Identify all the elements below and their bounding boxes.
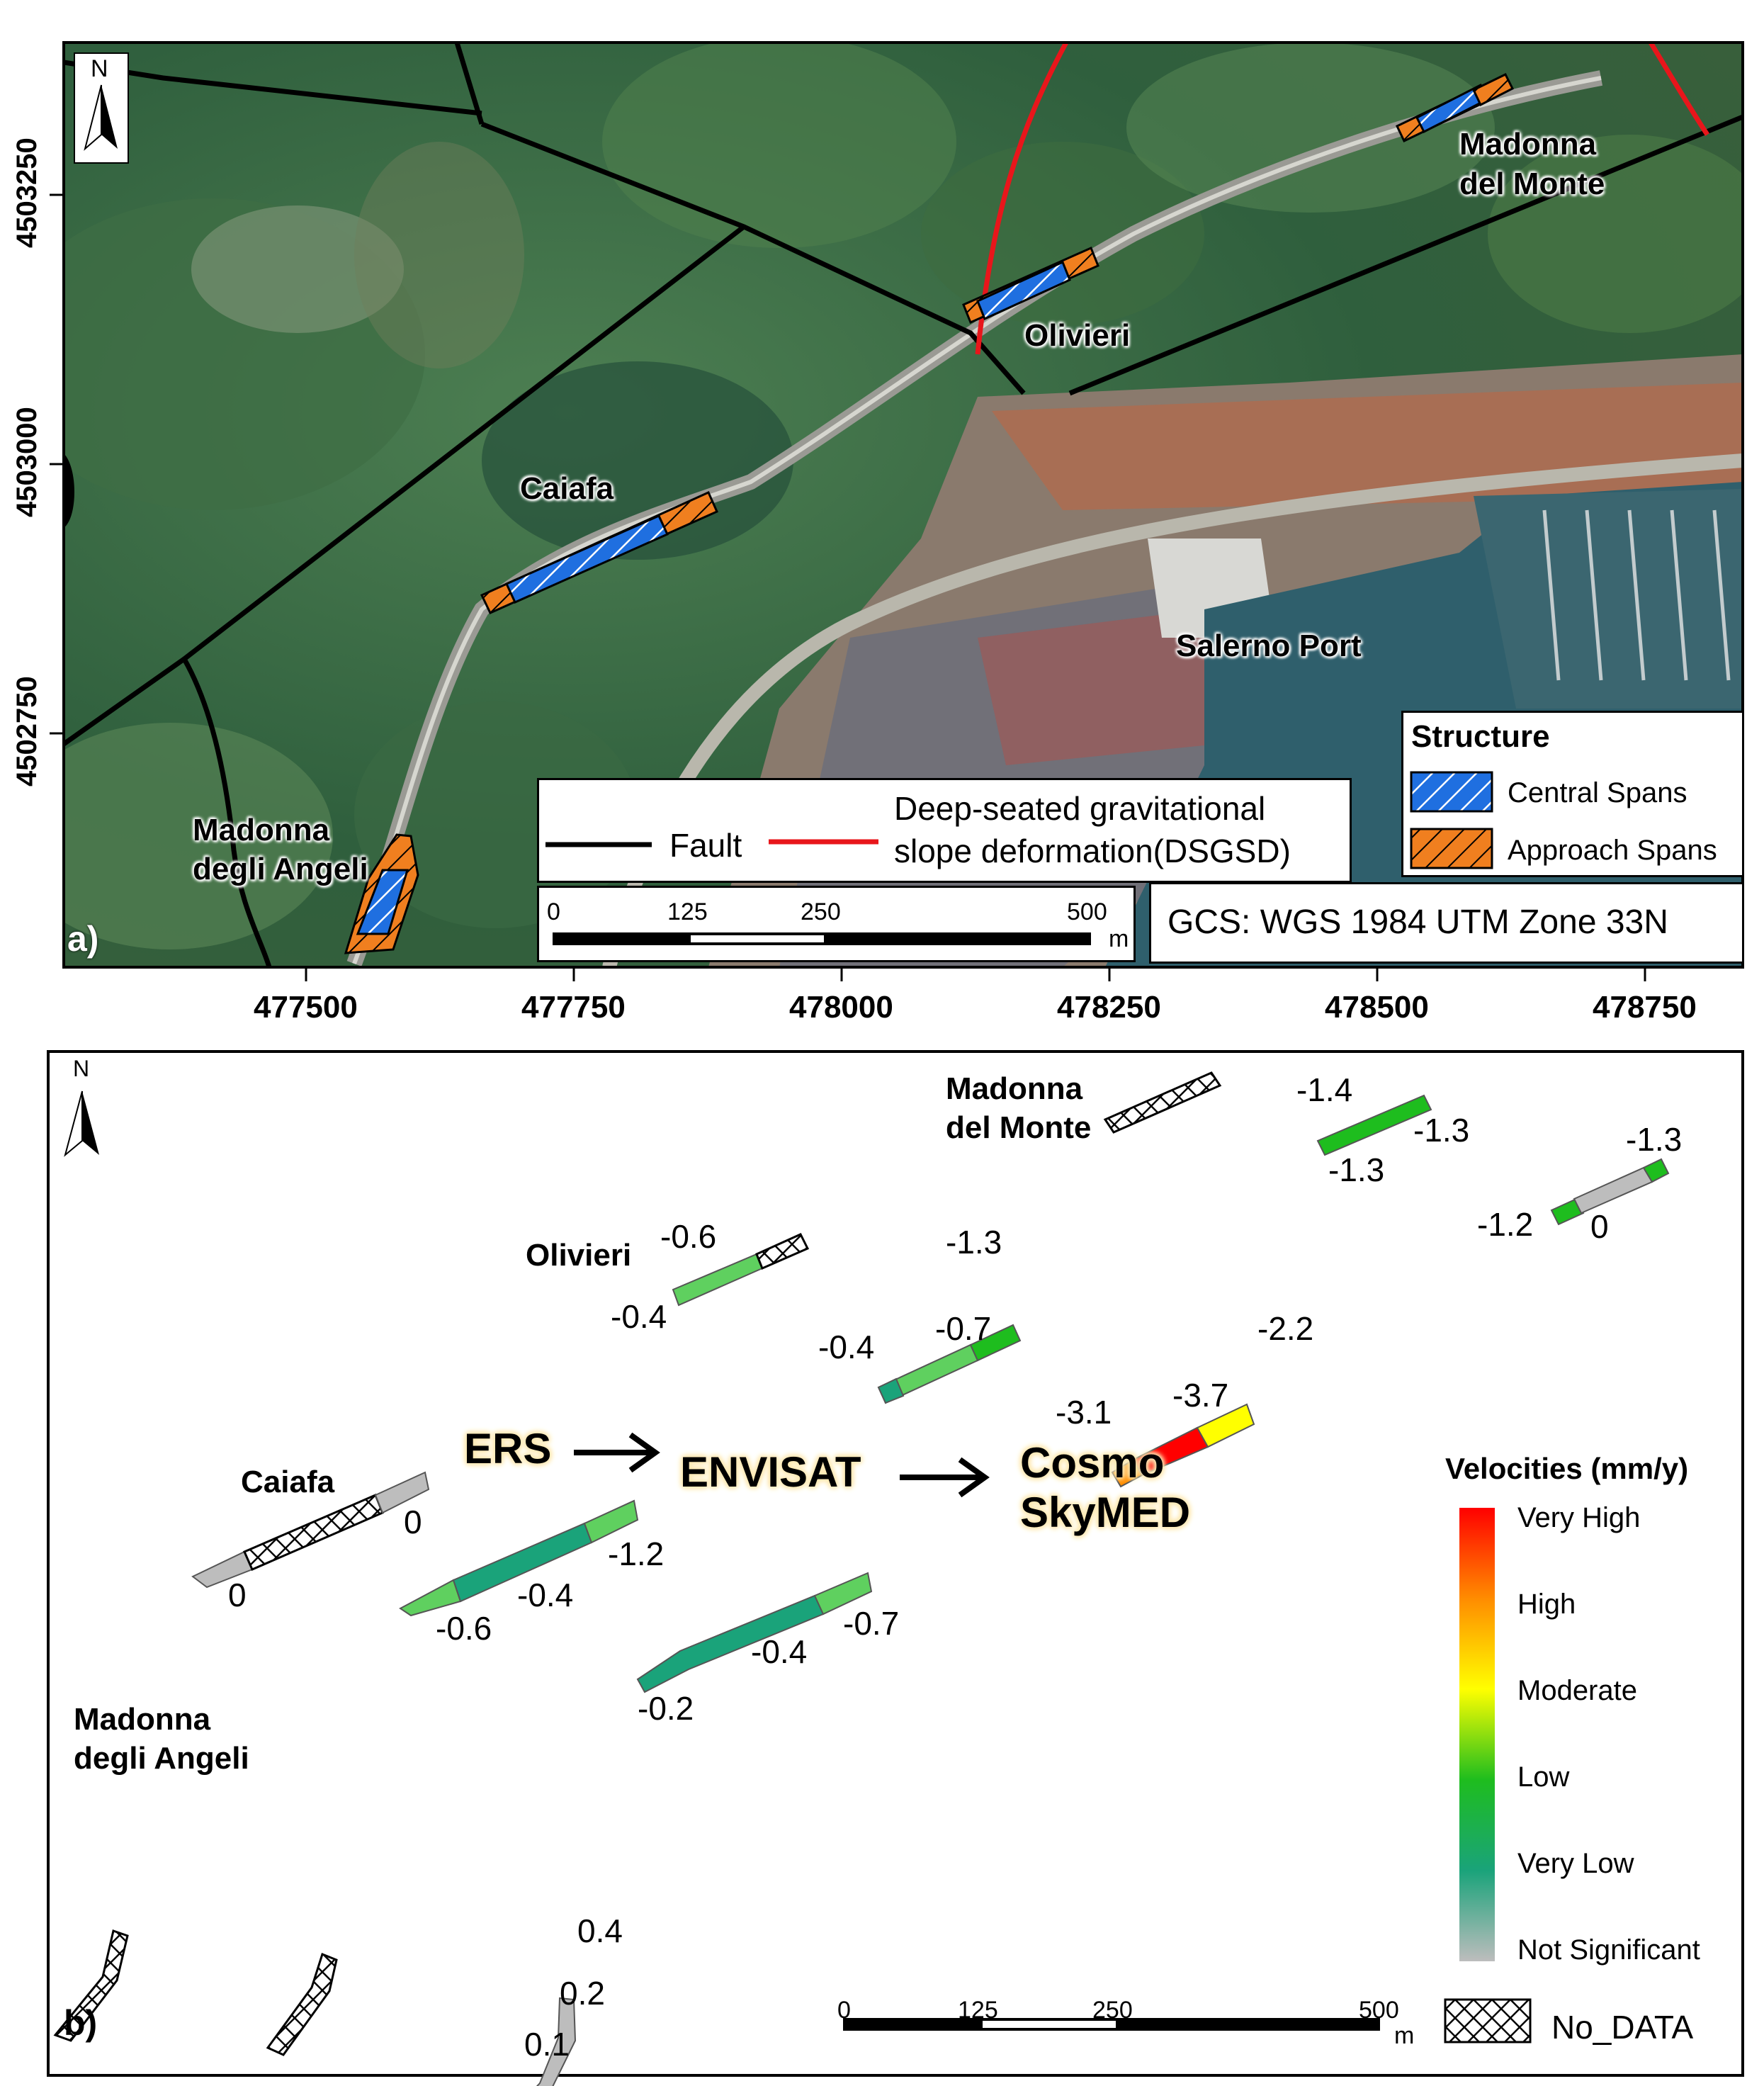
val-mda-csk-2: 0.1 (524, 2026, 570, 2063)
gcs-text: GCS: WGS 1984 UTM Zone 33N (1167, 903, 1668, 941)
x-tick-477500: 477500 (254, 990, 358, 1025)
val-mdm-csk2-2: 0 (1590, 1208, 1609, 1245)
viaduct-madonna-del-monte (1396, 72, 1515, 143)
velocity-legend-title: Velocities (mm/y) (1445, 1452, 1689, 1485)
site-label-a-caiafa: Caiafa (520, 471, 614, 506)
mdm-ers-nodata (1103, 1071, 1222, 1134)
legend-nodata: No_DATA (1551, 2009, 1694, 2046)
site-label-a-olivieri: Olivieri (1024, 318, 1131, 353)
val-mdm-csk-0: -1.4 (1296, 1071, 1353, 1108)
label-envisat: ENVISAT (680, 1448, 861, 1496)
site-label-a-mdm-2: del Monte (1459, 167, 1605, 201)
scale-a-250: 250 (801, 898, 841, 925)
x-tick-478500: 478500 (1325, 990, 1429, 1025)
val-cai-env-1: -0.4 (517, 1577, 574, 1613)
scale-a-unit: m (1109, 925, 1129, 952)
val-cai-env-2: -0.6 (436, 1610, 492, 1647)
label-cosmo-1: Cosmo (1020, 1439, 1165, 1487)
north-label-b: N (73, 1056, 90, 1081)
mda-env-nodata (266, 1953, 338, 2056)
site-label-a-mda-1: Madonna (193, 813, 330, 847)
viaduct-olivieri (962, 246, 1099, 325)
val-oli-ers-1: -0.4 (611, 1298, 667, 1335)
site-label-a-port: Salerno Port (1176, 628, 1362, 663)
val-oli-csk-0: -2.2 (1257, 1310, 1314, 1347)
level-moderate: Moderate (1517, 1675, 1637, 1706)
val-cai-ers-1: 0 (228, 1577, 247, 1613)
site-label-b-mdm-1: Madonna (946, 1071, 1083, 1106)
val-mda-csk-1: 0.2 (560, 1975, 605, 2012)
site-label-b-mda-2: degli Angeli (74, 1741, 249, 1776)
sequence-arrows (574, 1432, 990, 1498)
scale-bar-a-graphic (553, 932, 1091, 945)
line-legend-swatches (545, 839, 878, 847)
val-cai-csk-1: -0.4 (751, 1633, 808, 1670)
x-tick-478750: 478750 (1593, 990, 1697, 1025)
scale-b-125: 125 (958, 1997, 998, 2024)
x-tick-477750: 477750 (521, 990, 626, 1025)
val-mdm-csk2-0: -1.3 (1626, 1121, 1683, 1158)
line-legend (537, 778, 1352, 883)
val-cai-ers-0: 0 (404, 1504, 422, 1540)
panel-a-label: a) (67, 919, 99, 959)
scale-b-unit: m (1394, 2022, 1415, 2049)
val-mdm-csk2-1: -1.2 (1477, 1206, 1534, 1243)
label-ers: ERS (464, 1425, 552, 1472)
panel-b-label: b) (64, 2003, 98, 2043)
scale-a-500: 500 (1067, 898, 1107, 925)
val-cai-csk-0: -0.7 (843, 1605, 900, 1642)
scale-b-0: 0 (837, 1997, 851, 2024)
mdm-csk-span (1316, 1094, 1432, 1156)
val-mda-csk-0: 0.4 (577, 1912, 623, 1949)
gcs-box (1149, 882, 1744, 964)
val-oli-env-1: -0.7 (935, 1310, 992, 1347)
site-label-b-olivieri: Olivieri (526, 1238, 632, 1273)
level-very-high: Very High (1517, 1502, 1641, 1533)
level-low: Low (1517, 1761, 1570, 1793)
val-oli-ers-0: -0.6 (660, 1218, 717, 1255)
legend-dsgsd-text-2: slope deformation(DSGSD) (894, 833, 1291, 869)
structure-legend-title: Structure (1411, 719, 1550, 754)
val-oli-env-0: -1.3 (946, 1224, 1002, 1261)
val-mdm-csk-1: -1.3 (1413, 1112, 1470, 1149)
viaduct-madonna-degli-angeli (344, 833, 419, 954)
scale-a-0: 0 (547, 898, 560, 925)
val-oli-env-2: -0.4 (818, 1329, 875, 1365)
fault-lines (64, 43, 1743, 967)
val-cai-csk-2: -0.2 (638, 1690, 694, 1727)
legend-fault-text: Fault (669, 827, 742, 864)
site-label-a-mda-2: degli Angeli (193, 852, 368, 886)
x-tick-478000: 478000 (789, 990, 893, 1025)
label-cosmo-2: SkyMED (1020, 1489, 1191, 1536)
legend-approach-spans: Approach Spans (1508, 835, 1717, 866)
scale-a-125: 125 (667, 898, 708, 925)
val-mdm-csk-2: -1.3 (1328, 1151, 1385, 1188)
north-label-a: N (91, 55, 108, 82)
val-cai-env-0: -1.2 (608, 1535, 665, 1572)
scale-bar-a (537, 886, 1136, 962)
legend-dsgsd-text-1: Deep-seated gravitational (894, 790, 1266, 827)
x-tick-478250: 478250 (1057, 990, 1161, 1025)
level-very-low: Very Low (1517, 1848, 1634, 1879)
map-b-svg (47, 1050, 1744, 2086)
mda-ers-nodata (53, 1929, 129, 2042)
level-high: High (1517, 1589, 1576, 1620)
val-oli-csk-2: -3.1 (1056, 1394, 1112, 1431)
site-label-b-caiafa: Caiafa (241, 1465, 335, 1499)
site-label-b-mda-1: Madonna (74, 1702, 211, 1737)
structure-legend-swatches (1410, 771, 1493, 869)
site-label-b-mdm-2: del Monte (946, 1110, 1092, 1145)
viaduct-caiafa (480, 491, 718, 614)
scale-b-250: 250 (1092, 1997, 1133, 2024)
val-oli-csk-1: -3.7 (1172, 1377, 1229, 1414)
site-label-a-mdm-1: Madonna (1459, 127, 1597, 162)
level-not-significant: Not Significant (1517, 1934, 1700, 1966)
scale-b-500: 500 (1359, 1997, 1399, 2024)
legend-central-spans: Central Spans (1508, 777, 1687, 808)
